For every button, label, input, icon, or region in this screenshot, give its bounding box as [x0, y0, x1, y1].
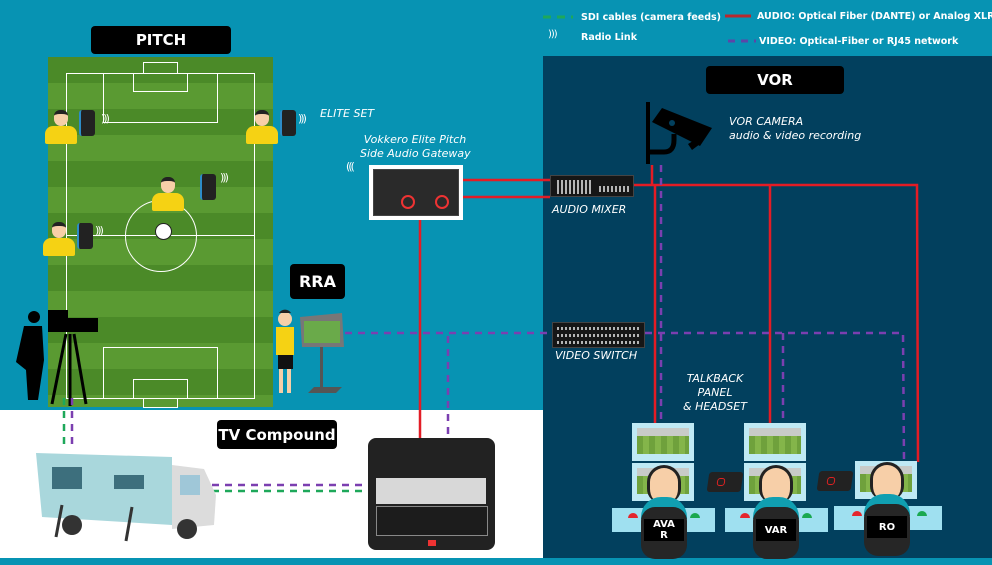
referee-main	[152, 177, 184, 213]
talkback-panel	[816, 471, 854, 491]
referee-assistant-left-bottom	[43, 222, 75, 258]
zone-label-vor: VOR	[706, 66, 844, 94]
sdi-links	[62, 398, 370, 493]
audio-mixer-caption: AUDIO MIXER	[552, 203, 627, 216]
referee-assistant-left-top	[45, 110, 77, 146]
sdi-legend-swatch	[543, 15, 573, 19]
audio-legend-swatch	[725, 14, 751, 18]
radio-waves-icon: )))	[548, 29, 558, 40]
red-button	[740, 513, 750, 518]
elite-set-device	[280, 110, 296, 136]
red-button	[852, 511, 862, 516]
vor-camera-caption: VOR CAMERA audio & video recording	[729, 115, 862, 142]
zone-label-rra: RRA	[290, 264, 345, 299]
radio-waves-icon: )))	[298, 112, 307, 125]
video-link-switch-ro	[645, 331, 906, 463]
audio-links	[418, 165, 920, 463]
red-button	[628, 513, 638, 518]
legend-sdi-label: SDI cables (camera feeds)	[581, 12, 722, 23]
video-legend-swatch	[728, 39, 756, 43]
bottom-goal	[143, 398, 178, 408]
legend-video-label: VIDEO: Optical-Fiber or RJ45 network	[759, 36, 959, 47]
referee-assistant-right	[246, 110, 278, 146]
zone-label-tv-compound: TV Compound	[217, 420, 337, 449]
top-goal	[143, 62, 178, 74]
operator-ro: RO	[864, 462, 910, 562]
legend-radio-label: Radio Link	[581, 32, 638, 43]
elite-set-caption: ELITE SET	[320, 107, 375, 120]
operator-tag: VAR	[756, 519, 796, 541]
zone-label-pitch: PITCH	[91, 26, 231, 54]
radio-waves-icon: )))	[101, 112, 110, 125]
green-button	[690, 513, 700, 518]
avar-monitor-top	[632, 423, 694, 461]
ob-truck-icon	[36, 453, 216, 542]
video-links	[70, 165, 906, 487]
video-switch-device	[552, 322, 645, 348]
pitch-side-audio-gateway	[369, 165, 463, 220]
elite-set-device	[200, 174, 216, 200]
vor-camera-icon	[646, 102, 712, 164]
talkback-panel	[706, 472, 744, 492]
camera-operator-icon	[16, 310, 98, 406]
rra-review-station	[276, 309, 344, 393]
radio-waves-icon: )))	[95, 224, 104, 237]
legend-audio-label: AUDIO: Optical Fiber (DANTE) or Analog X…	[757, 11, 992, 22]
elite-set-device	[79, 110, 95, 136]
talkback-caption: TALKBACK PANEL & HEADSET	[683, 372, 747, 413]
elite-set-device	[77, 223, 93, 249]
var-monitor-top	[744, 423, 806, 461]
operator-var: VAR	[753, 465, 799, 565]
ball-icon	[155, 223, 172, 240]
audio-link-mixer-ro	[634, 183, 920, 463]
video-switch-caption: VIDEO SWITCH	[555, 349, 638, 362]
radio-waves-icon: )))	[220, 171, 229, 184]
gateway-caption: Vokkero Elite Pitch Side Audio Gateway	[360, 133, 471, 160]
audio-mixer-device	[550, 175, 634, 197]
operator-tag: RO	[867, 516, 907, 538]
tv-compound-amplifier-rack	[368, 438, 495, 550]
green-button	[802, 513, 812, 518]
green-button	[917, 511, 927, 516]
